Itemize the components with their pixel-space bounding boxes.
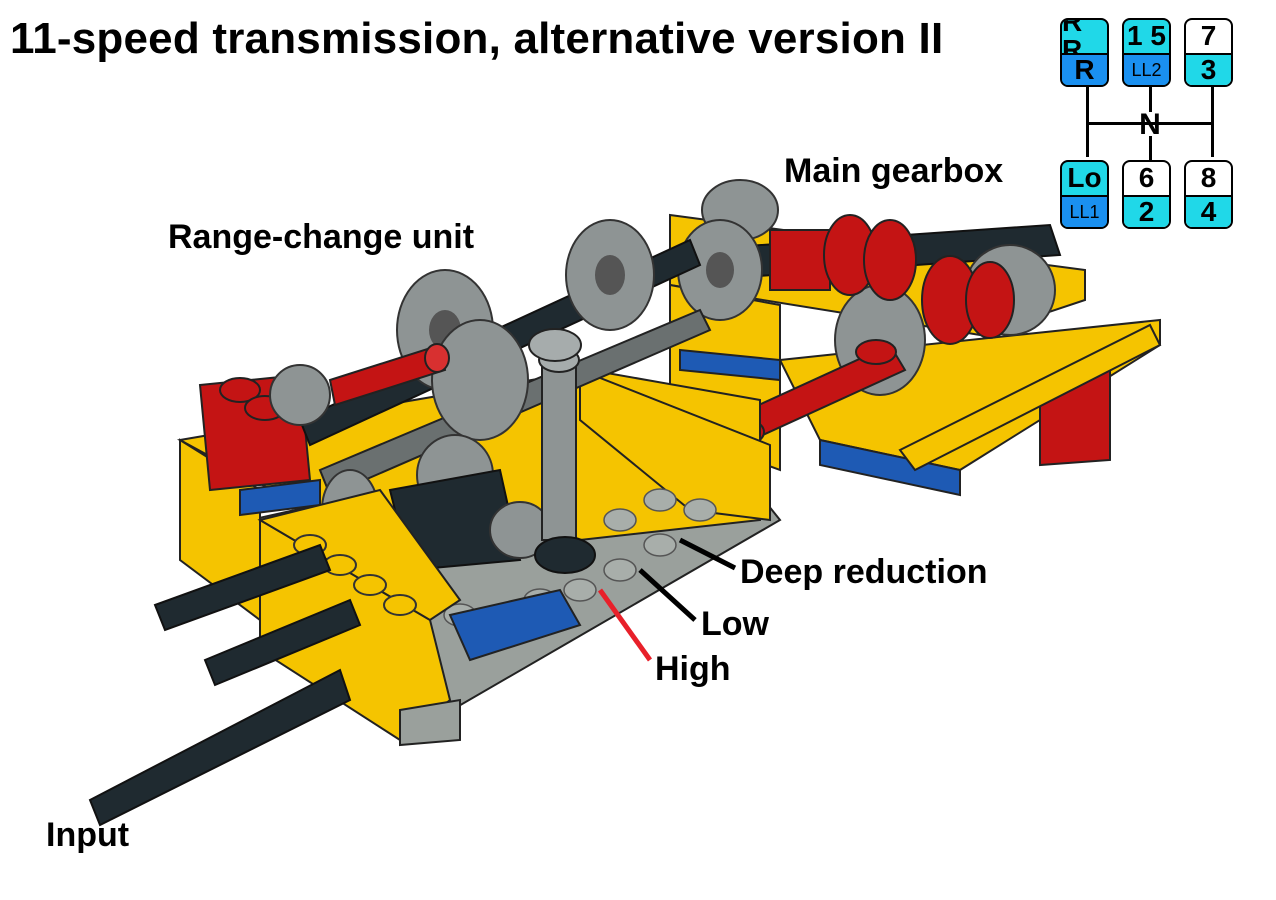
gate-lo-top: Lo [1067, 162, 1102, 194]
main-gearbox-gears [677, 179, 1062, 452]
gate-1-5: 1 5 LL2 [1122, 18, 1171, 87]
gate-ll1-bottom: LL1 [1062, 194, 1107, 227]
gate-6-top: 6 [1138, 162, 1155, 194]
gate-8-4: 8 4 [1184, 160, 1233, 229]
gate-1-5-top: 1 5 [1127, 20, 1166, 52]
deep-reduction-pointer [678, 537, 737, 571]
gate-lo: Lo LL1 [1060, 160, 1109, 229]
gate-r-bottom: R [1062, 52, 1107, 85]
gate-ll2-bottom: LL2 [1124, 52, 1169, 85]
right-beam [898, 323, 1162, 472]
input-axles [88, 543, 362, 827]
label-deep-reduction: Deep reduction [740, 553, 988, 591]
low-pointer [638, 568, 697, 622]
shift-pattern: N R R R 1 5 LL2 7 3 Lo LL1 6 2 8 4 [1060, 18, 1240, 234]
gate-4-bottom: 4 [1186, 194, 1231, 227]
neutral-label: N [1139, 108, 1161, 141]
gate-2-bottom: 2 [1124, 194, 1169, 227]
label-main-gearbox: Main gearbox [784, 152, 1004, 190]
gate-r-top: R R [1062, 18, 1083, 66]
gate-6-2: 6 2 [1122, 160, 1171, 229]
label-range-change-unit: Range-change unit [168, 218, 475, 256]
label-high: High [655, 650, 731, 688]
gate-8-top: 8 [1200, 162, 1217, 194]
shift-gate-horizontal [1086, 122, 1212, 125]
gate-3-bottom: 3 [1186, 52, 1231, 85]
shift-lever [528, 328, 596, 574]
label-low: Low [701, 605, 769, 643]
gate-7-top: 7 [1200, 20, 1217, 52]
page-title: 11-speed transmission, alternative versi… [10, 14, 944, 63]
gate-r: R R R [1060, 18, 1109, 87]
gate-7-3: 7 3 [1184, 18, 1233, 87]
label-input: Input [46, 816, 130, 854]
high-pointer [597, 588, 653, 662]
